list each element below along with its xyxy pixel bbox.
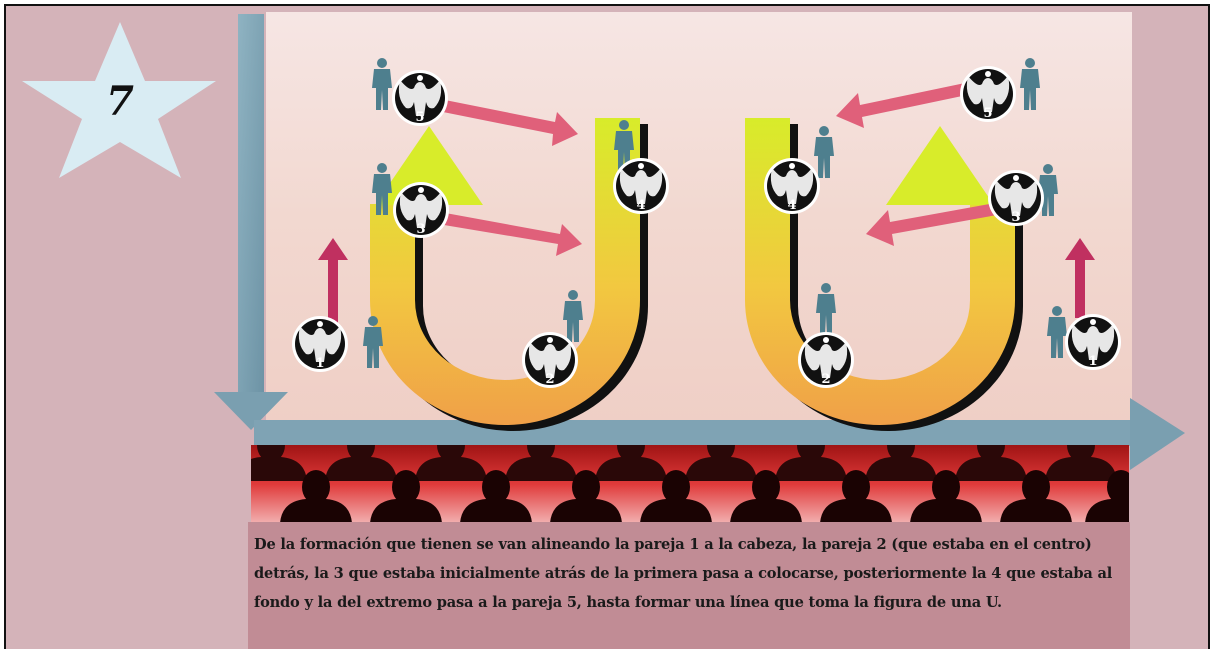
audience-silhouettes-icon: [251, 445, 1129, 523]
star-icon: [22, 22, 216, 178]
crimson-arrow: [318, 238, 1095, 328]
badge-number: 4: [636, 198, 645, 213]
badge-number: 1: [315, 356, 324, 371]
step-number: 7: [106, 78, 134, 125]
move-arrow: [438, 83, 997, 256]
step-description: De la formación que tienen se van alinea…: [254, 536, 1113, 611]
badge-numbers: 5 4 3 2 1 5 4 3 2 1: [315, 106, 1097, 387]
u-arrow-left: [370, 118, 648, 431]
horizontal-axis-arrow: [254, 398, 1185, 470]
vertical-axis-arrow: [214, 14, 288, 430]
badge-number: 1: [1088, 354, 1097, 369]
badge-number: 2: [545, 372, 554, 387]
u-arrow-right: [745, 118, 1023, 431]
badge-number: 5: [415, 110, 424, 125]
badge-number: 3: [1011, 210, 1020, 225]
badge-number: 5: [983, 106, 992, 121]
badge-number: 3: [416, 222, 425, 237]
badge-number: 2: [821, 372, 830, 387]
caption-box: [248, 522, 1130, 649]
badge-number: 4: [787, 198, 796, 213]
